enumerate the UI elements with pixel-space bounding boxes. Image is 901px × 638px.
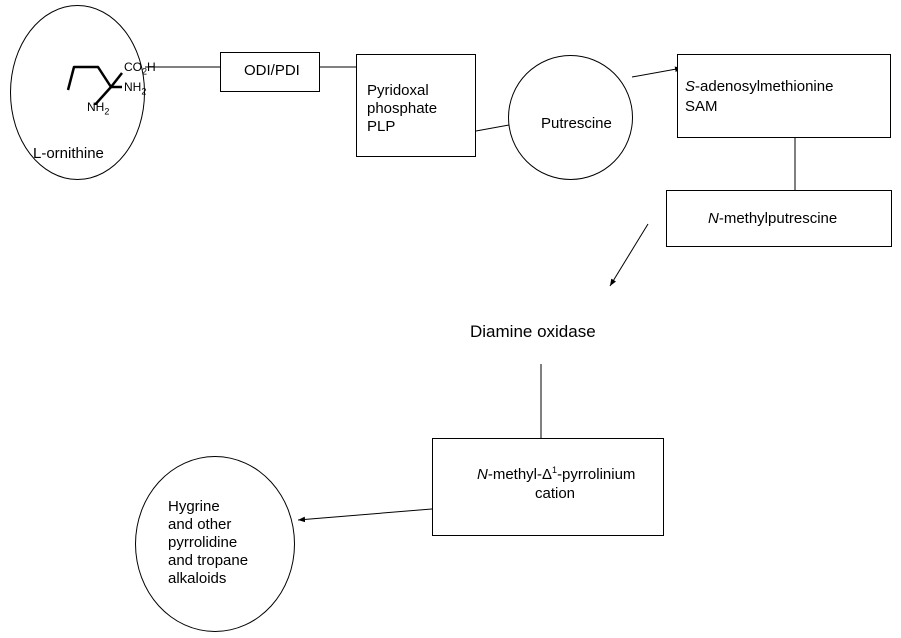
sam-line2: SAM: [685, 98, 718, 115]
methylputrescine-node: [666, 190, 892, 247]
alkaloids-line3: pyrrolidine: [168, 534, 238, 551]
plp-node: [356, 54, 476, 157]
alkaloids-line4: and tropane: [168, 552, 249, 569]
plp-line3: PLP: [367, 118, 396, 135]
sam-line1: S-adenosylmethionine: [685, 78, 834, 95]
pyrrolinium-line2: cation: [535, 485, 576, 502]
pyrrolinium-line1: N-methyl-Δ1-pyrrolinium: [477, 465, 636, 484]
odi-pdi-node: [220, 52, 320, 92]
alkaloids-node: [135, 456, 295, 632]
sam-node: [677, 54, 891, 138]
ornithine-label: L-ornithine: [33, 145, 104, 162]
ornithine-structure-icon: [66, 65, 123, 105]
arrow-putrescine-to-sam: [631, 66, 683, 78]
ornithine-nh2-bottom-label: NH2: [87, 100, 110, 117]
odi-pdi-label: ODI/PDI: [244, 62, 300, 79]
pyrrolinium-node: [432, 438, 664, 536]
putrescine-node: [508, 55, 633, 180]
ornithine-co2h-label: CO2H: [124, 60, 156, 77]
alkaloids-line5: alkaloids: [168, 570, 227, 587]
alkaloids-line2: and other: [168, 516, 232, 533]
putrescine-label: Putrescine: [541, 115, 612, 132]
diamine-oxidase-label: Diamine oxidase: [470, 322, 596, 341]
ornithine-node: [10, 5, 145, 180]
alkaloids-line1: Hygrine: [168, 498, 220, 515]
ornithine-nh2-right-label: NH2: [124, 80, 147, 97]
arrow-methylputrescine-to-diamine-oxidase: [609, 223, 649, 287]
plp-line1: Pyridoxal: [367, 82, 429, 99]
arrow-pyrrolinium-to-alkaloids: [297, 507, 445, 523]
plp-line2: phosphate: [367, 100, 438, 117]
methylputrescine-label: N-methylputrescine: [708, 210, 838, 227]
